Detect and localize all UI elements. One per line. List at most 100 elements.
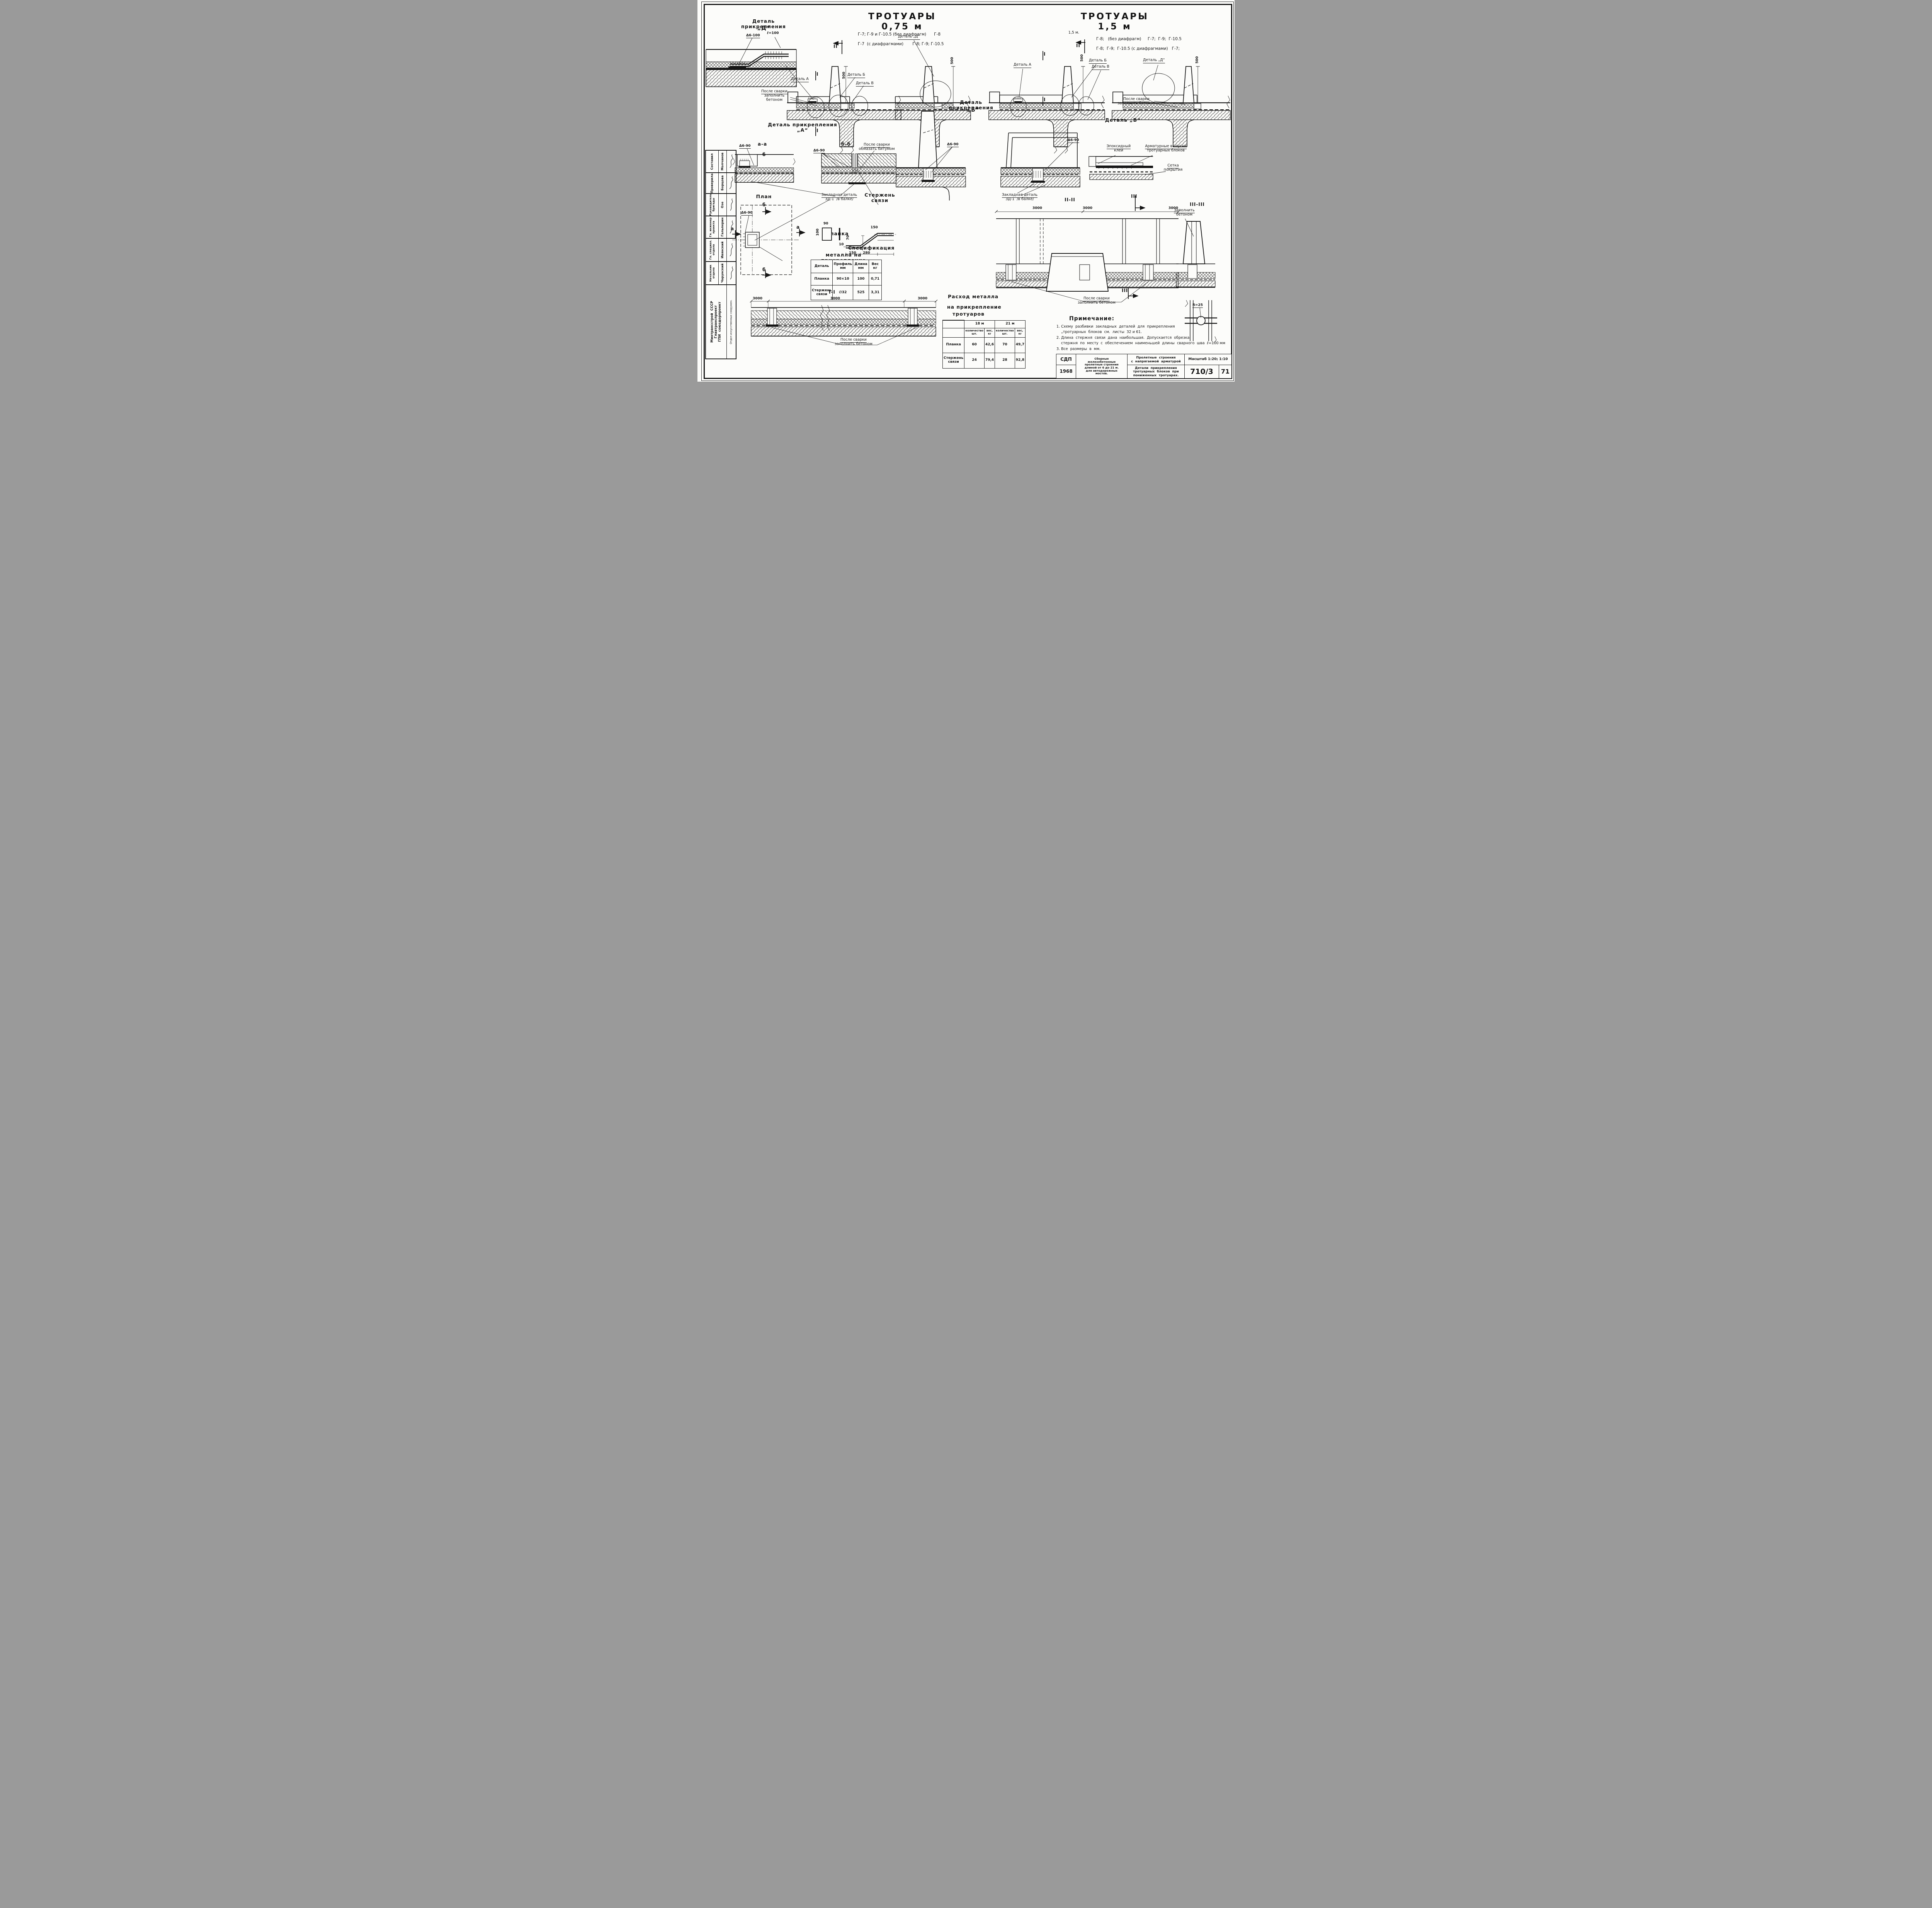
dim-500-b: 500 xyxy=(950,57,954,65)
signature-icon xyxy=(730,243,733,257)
cross-section-075-1 xyxy=(787,66,901,154)
usage-r1-w18: 42,6 xyxy=(984,337,995,353)
stamp-role-4: Гл. инженер проекта xyxy=(709,217,715,237)
usage-qty21: количество шт. xyxy=(995,328,1015,338)
fill-line2: бетоном xyxy=(1176,212,1193,217)
epoxy-line1: Эпоксидный xyxy=(1106,144,1131,149)
dim-90: 90 xyxy=(823,222,828,226)
signature-icon xyxy=(730,220,733,234)
tb-scale: Масштаб 1:20; 1:10 xyxy=(1184,354,1232,365)
outlets-line1: Арматурные выпуски xyxy=(1145,144,1187,149)
embed1-line2: ЗД-1 /в балке/ xyxy=(825,197,854,201)
girder-list-075-2: Г-7 (с диафрагмами) Г-8; Г-9; Г-10.5 xyxy=(858,42,944,46)
tb-code: СДП xyxy=(1056,354,1076,365)
stamp-row-3: Руководитель бригады Озе xyxy=(706,194,736,216)
dim-150-left: 150 xyxy=(849,251,856,255)
weld-callout-aa: Δ6-90 xyxy=(739,144,751,149)
stamp-column: Составил Молчанов Проверила Борцова Руко… xyxy=(705,150,736,359)
dim-500-d: 500 xyxy=(1195,56,1199,64)
spec-r1-length: 100 xyxy=(853,273,869,285)
usage-r2-w18: 79,4 xyxy=(984,352,995,369)
detail-b-drawing-15 xyxy=(1000,133,1080,187)
tb-group-title: Пролетные строения с напрягаемой арматур… xyxy=(1127,354,1185,365)
dim-280: 280 xyxy=(863,251,870,255)
stamp-sign-4 xyxy=(727,216,736,238)
section-title-bb: б-б xyxy=(841,141,851,147)
note-3: 3. Все размеры в мм. xyxy=(1056,347,1101,351)
spec-h-profile: Профиль мм xyxy=(832,260,854,273)
dim-100: 100 xyxy=(816,228,820,236)
plan-mark-b-top: б xyxy=(762,202,766,207)
detail-b-ref-label-2: Деталь Б xyxy=(1089,58,1107,64)
dim-70: 70 xyxy=(846,235,850,240)
section-mark-i-bot-right: I xyxy=(1044,97,1046,102)
section-mark-ii-left: II xyxy=(833,44,838,49)
detail-b-ref-label-1: Деталь Б xyxy=(847,73,865,78)
detail-v-drawing xyxy=(1088,156,1153,180)
after-weld-iiii-line2: заполнить бетоном xyxy=(1078,300,1116,305)
detail-b-title-sub: „Б“ xyxy=(967,107,980,113)
plate-front-view xyxy=(822,228,832,241)
outlets-line2: тротуарных блоков xyxy=(1147,148,1185,153)
sheet-outer-border xyxy=(701,2,1234,381)
detail-d-ref-right: Деталь „Д“ xyxy=(1143,58,1165,63)
detail-a-title: Деталь прикрепления „А“ xyxy=(768,122,840,133)
section-iiii-drawing xyxy=(995,210,1180,302)
girder-list-15-1: Г-8; (без диафрагм) Г-7; Г-9; Г-10.5 xyxy=(1096,37,1182,41)
signature-icon xyxy=(730,198,733,211)
epoxy-line2: клей xyxy=(1114,148,1123,153)
after-weld-ii-line2: заполнить бетоном xyxy=(835,342,872,346)
usage-title-3: тротуаров xyxy=(952,311,985,317)
stamp-row-1: Составил Молчанов xyxy=(706,151,736,173)
spec-r1-weight: 0,71 xyxy=(868,273,882,285)
dim-500-a: 500 xyxy=(842,71,846,79)
section-title-aa: а-а xyxy=(758,141,767,147)
coat-line1: После сварки xyxy=(864,143,890,148)
plan-title: План xyxy=(756,194,772,199)
usage-table: 18 м 21 м количество шт. вес, кг количес… xyxy=(942,320,1026,369)
spec-h-detail: Деталь xyxy=(810,260,833,273)
spec-table: Деталь Профиль мм Длина мм Вес кг Планка… xyxy=(810,260,882,300)
spec-r2-detail: Стержень связи xyxy=(810,285,833,300)
detail-v-ref-label-1: Деталь В xyxy=(856,81,874,87)
usage-wt18: вес, кг xyxy=(984,328,995,338)
section-aa-drawing xyxy=(732,154,796,183)
signature-icon xyxy=(729,176,733,189)
note-1b: „тротуарных блоков см. листы 32 и 61. xyxy=(1061,330,1142,334)
usage-r2-q21: 28 xyxy=(995,352,1015,369)
title-sidewalk-075: ТРОТУАРЫ 0,75 м xyxy=(868,12,946,32)
usage-wt21: вес, кг xyxy=(1014,328,1026,338)
stamp-name-5: Ивянский xyxy=(721,241,724,258)
stamp-row-4: Гл. инженер проекта Гальперин xyxy=(706,216,736,239)
stamp-sign-3 xyxy=(727,194,736,216)
dim-3000-ii-3: 3000 xyxy=(918,297,928,301)
stamp-sign-1 xyxy=(727,151,736,172)
coat-line2: обмазать битумом xyxy=(859,146,895,151)
after-weld-r-line2: заполнить бетоном xyxy=(1117,101,1155,105)
r25-label: R=25 xyxy=(1192,303,1203,308)
stamp-department: Отдел искусственных сооружен. xyxy=(729,299,733,344)
usage-title-1: Расход металла xyxy=(948,294,999,299)
section-bb-drawing xyxy=(821,153,896,184)
usage-r2-w21: 92,8 xyxy=(1014,352,1026,369)
dim-3000-s2-2: 3000 xyxy=(1083,206,1093,210)
signature-icon xyxy=(730,266,733,280)
tb-year: 1968 xyxy=(1056,365,1076,379)
usage-r2-q18: 24 xyxy=(964,352,985,369)
stamp-name-2: Борцова xyxy=(721,175,724,191)
after-weld-r-line1: После сварки xyxy=(1123,97,1150,102)
mesh-line2: покрытия xyxy=(1163,167,1183,172)
title-sidewalk-15: ТРОТУАРЫ 1,5 м xyxy=(1080,12,1158,32)
section-mark-iii-bottom: III xyxy=(1122,288,1128,293)
usage-g21: 21 м xyxy=(995,320,1026,328)
stamp-sign-5 xyxy=(727,239,736,261)
stamp-role-1: Составил xyxy=(710,153,714,170)
dim-3000-ii-2: 3000 xyxy=(830,297,840,301)
